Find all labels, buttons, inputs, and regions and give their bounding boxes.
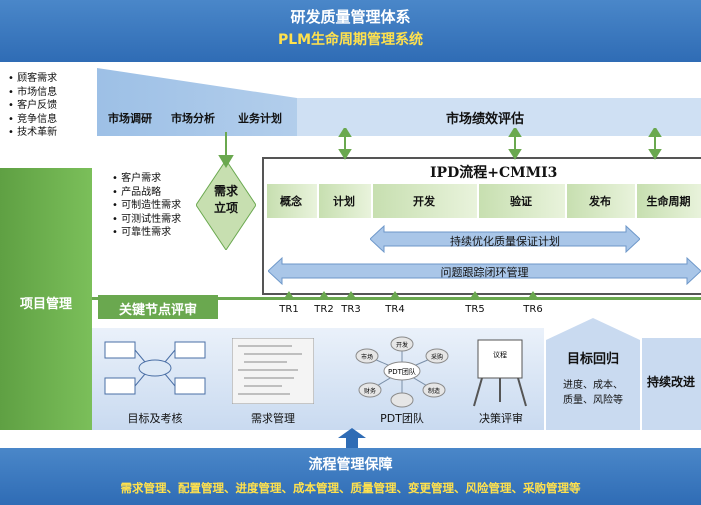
issue-loop-arrow — [268, 256, 701, 286]
tr-label: TR2 — [314, 304, 334, 315]
phase-plan — [318, 183, 372, 219]
stage-market-analysis: 市场分析 — [171, 112, 215, 125]
footer-band — [0, 448, 701, 505]
header-band — [0, 0, 701, 62]
improve-label: 持续改进 — [646, 375, 695, 389]
list-item: 可测试性需求 — [112, 213, 212, 227]
goal-title: 目标回归 — [566, 352, 619, 367]
tool-caption: PDT团队 — [380, 412, 424, 425]
list-item: 产品战略 — [112, 186, 212, 200]
review-label: 关键节点评审 — [118, 303, 197, 318]
phase-verify — [478, 183, 566, 219]
goal-detail: 进度、成本、 质量、风险等 — [563, 380, 623, 406]
tr-marker — [345, 291, 357, 300]
tr-marker — [283, 291, 295, 300]
list-item: 顾客需求 — [8, 72, 98, 86]
pdt-team-icon — [355, 336, 449, 408]
tools-panel — [92, 328, 544, 430]
improve-box — [642, 338, 701, 430]
tool-caption: 需求管理 — [251, 412, 295, 425]
market-performance: 市场绩效评估 — [445, 112, 524, 127]
page-title: 研发质量管理体系 — [290, 8, 411, 26]
tr-label: TR4 — [385, 304, 405, 315]
list-item: 竞争信息 — [8, 113, 98, 127]
pdt-node: 制造 — [427, 388, 440, 395]
project-mgmt-band — [0, 168, 92, 430]
board-text: 议程 — [493, 351, 507, 359]
goal-assessment-icon — [104, 341, 206, 395]
tr-label: TR5 — [465, 304, 485, 315]
list-item: 客户需求 — [112, 172, 212, 186]
phase-label: 生命周期 — [646, 195, 691, 208]
phase-label: 发布 — [589, 195, 611, 208]
phase-label: 验证 — [510, 195, 532, 208]
decision-board-icon — [473, 339, 527, 407]
ipd-title: IPD流程+CMMI3 — [430, 165, 558, 181]
phase-lifecycle — [636, 183, 701, 219]
market-inputs: 顾客需求 市场信息 客户反馈 竞争信息 技术革新 — [8, 72, 98, 140]
stage-business-plan: 业务计划 — [238, 112, 282, 125]
decision-diamond — [196, 160, 256, 250]
stage-market-research: 市场调研 — [108, 112, 152, 125]
tr-label: TR1 — [279, 304, 299, 315]
phase-develop — [372, 183, 478, 219]
phase-label: 概念 — [280, 195, 302, 208]
goal-regression-shape — [546, 318, 640, 430]
decision-label: 需求 立项 — [213, 184, 238, 215]
issue-loop-label: 问题跟踪闭环管理 — [440, 266, 529, 279]
phase-label: 开发 — [413, 195, 435, 208]
tr-label: TR3 — [341, 304, 361, 315]
tr-marker — [527, 291, 539, 300]
qa-plan-label: 持续优化质量保证计划 — [450, 235, 560, 248]
list-item: 可靠性需求 — [112, 226, 212, 240]
pdt-node: 开发 — [395, 342, 408, 349]
footer-items: 需求管理、配置管理、进度管理、成本管理、质量管理、变更管理、风险管理、采购管理等 — [120, 481, 581, 495]
pdt-node: 采购 — [430, 354, 443, 361]
page-subtitle: PLM生命周期管理系统 — [277, 32, 424, 48]
tool-caption: 决策评审 — [479, 412, 523, 425]
phase-concept — [266, 183, 318, 219]
tr-marker — [318, 291, 330, 300]
tr-marker — [469, 291, 481, 300]
footer-title: 流程管理保障 — [308, 457, 393, 473]
requirement-mgmt-icon — [232, 338, 314, 404]
review-label-box — [98, 295, 218, 319]
list-item: 市场信息 — [8, 86, 98, 100]
phase-label: 计划 — [333, 195, 355, 208]
project-mgmt-label: 项目管理 — [19, 297, 72, 312]
pdt-node: PDT团队 — [388, 368, 416, 376]
tr-marker — [389, 291, 401, 300]
market-funnel — [97, 68, 701, 136]
list-item: 可制造性需求 — [112, 199, 212, 213]
requirement-list: 客户需求 产品战略 可制造性需求 可测试性需求 可靠性需求 — [112, 172, 212, 240]
pdt-node: 财务 — [363, 388, 376, 395]
list-item: 技术革新 — [8, 126, 98, 140]
list-item: 客户反馈 — [8, 99, 98, 113]
connector-arrows — [218, 128, 662, 168]
phase-release — [566, 183, 636, 219]
tr-label: TR6 — [523, 304, 543, 315]
pdt-node: 市场 — [360, 354, 373, 361]
up-arrow-icon — [338, 428, 366, 448]
tool-caption: 目标及考核 — [127, 412, 183, 425]
qa-plan-arrow — [370, 224, 640, 254]
